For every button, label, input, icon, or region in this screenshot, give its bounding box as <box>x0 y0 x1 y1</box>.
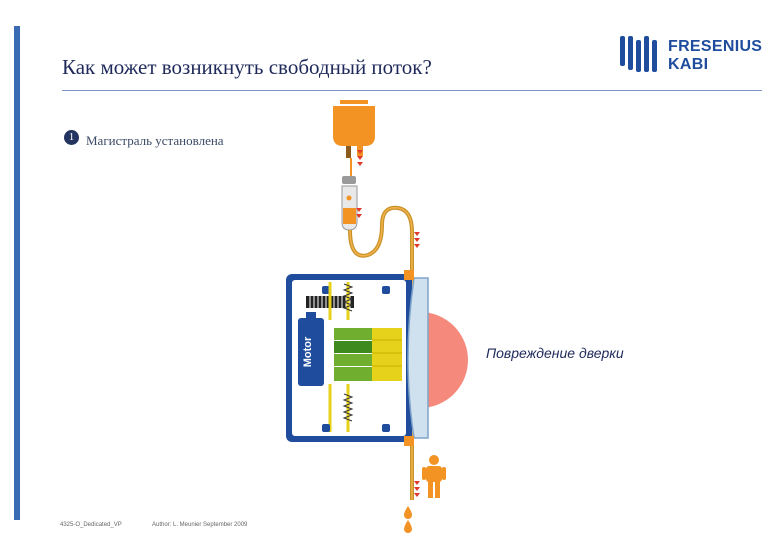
logo-line-1: FRESENIUS <box>668 38 763 55</box>
fresenius-logo-icon <box>620 36 657 72</box>
left-accent-bar <box>14 26 20 520</box>
footer-author: Author: L. Meunier September 2009 <box>152 522 248 528</box>
slide-title: Как может возникнуть свободный поток? <box>62 55 432 79</box>
title-divider <box>62 90 762 91</box>
flow-arrows-top <box>356 150 363 218</box>
fresenius-kabi-logo: FRESENIUS KABI <box>618 34 768 78</box>
step-number-badge: 1 <box>64 130 79 145</box>
peristaltic-fingers <box>334 328 402 381</box>
person-icon <box>422 455 446 498</box>
footer-document-id: 4325-O_Dedicated_VP <box>60 522 122 528</box>
fluid-drops <box>404 506 412 533</box>
pump-door <box>404 270 429 446</box>
infusion-bag <box>333 100 375 158</box>
logo-wordmark: FRESENIUS KABI <box>668 38 762 74</box>
door-damage-label: Повреждение дверки <box>486 345 624 361</box>
drip-chamber <box>341 158 358 231</box>
logo-line-2: KABI <box>668 56 709 73</box>
motor-label: Motor <box>302 336 314 367</box>
step-label: Магистраль установлена <box>86 133 224 148</box>
pump-body: Motor <box>286 274 412 442</box>
